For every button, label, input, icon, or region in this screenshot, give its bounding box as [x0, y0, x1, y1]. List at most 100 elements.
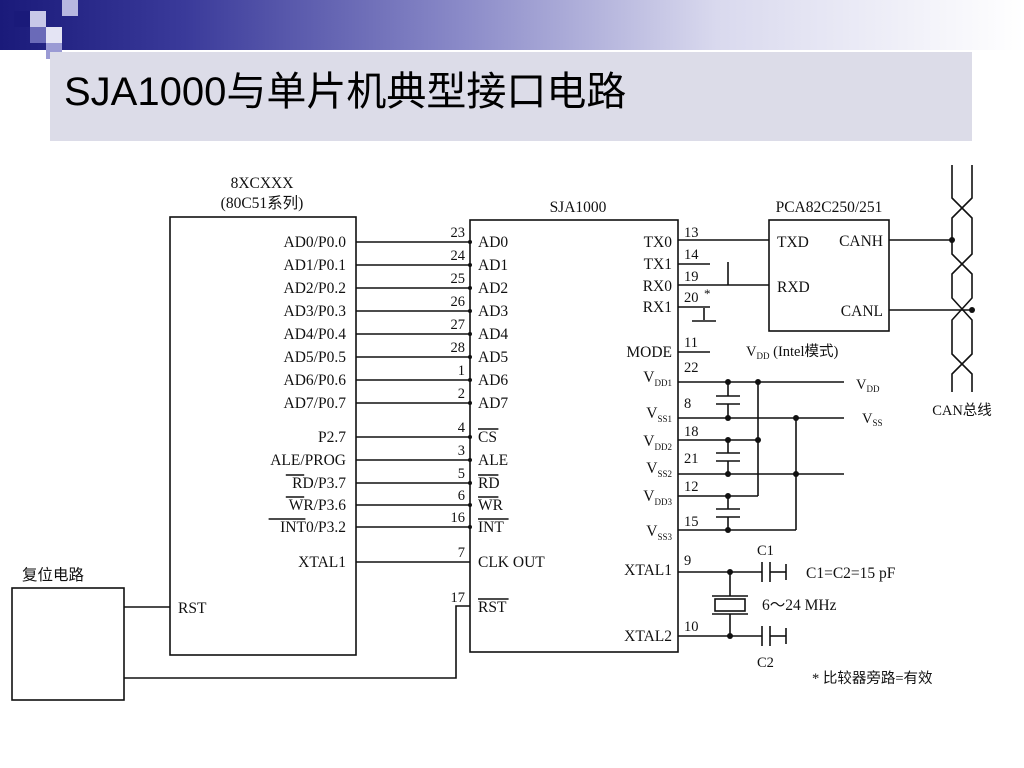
- sja-left-pin-label: RD: [478, 475, 500, 492]
- sja-left-pin-number: 26: [451, 294, 466, 310]
- sja-left-pin-label: AD7: [478, 395, 508, 412]
- bus-wires: [356, 240, 472, 563]
- slide-header-bar: [0, 0, 1024, 50]
- sja-left-pin-number: 1: [458, 363, 465, 379]
- sja-right-pin-number: 18: [684, 424, 699, 440]
- pin-node: [468, 378, 472, 382]
- mcu-pin-label: INT0/P3.2: [280, 519, 346, 536]
- junction: [725, 493, 731, 499]
- canh-junction: [949, 237, 955, 243]
- capacitor-value: C1=C2=15 pF: [806, 565, 896, 582]
- sja-right-pin-label: TX0: [644, 234, 673, 251]
- junction: [725, 471, 731, 477]
- reset-circuit-label: 复位电路: [22, 566, 85, 584]
- transceiver-canl: CANL: [841, 303, 883, 320]
- junction: [755, 437, 761, 443]
- mcu-pin-label: XTAL1: [298, 554, 346, 571]
- pin-node: [468, 309, 472, 313]
- mcu-pin-labels: AD0/P0.0AD1/P0.1AD2/P0.2AD3/P0.3AD4/P0.4…: [268, 234, 347, 571]
- can-bus-label: CAN总线: [932, 402, 992, 419]
- sja-right-pin-label: VSS3: [646, 523, 672, 542]
- pin-node: [468, 286, 472, 290]
- mcu-chip: [169, 216, 357, 656]
- sja-left-pin-label: WR: [478, 497, 504, 514]
- sja-left-pin-label: AD0: [478, 234, 508, 251]
- decoupling-capacitors: [716, 379, 799, 533]
- vdd-label: VDD: [856, 377, 880, 394]
- sja-right-pin-number: 12: [684, 479, 699, 495]
- sja1000-name: SJA1000: [550, 199, 607, 216]
- sja-right-pin-label: XTAL1: [624, 562, 672, 579]
- junction: [725, 379, 731, 385]
- sja-right-pin-number: 10: [684, 619, 699, 635]
- decor-square: [62, 0, 78, 16]
- sja-right-pin-label: VSS1: [646, 405, 672, 424]
- sja-right-pin-number: 14: [684, 247, 699, 263]
- sja1000-right-pins: TX013TX114RX019RX120MODE11VDD122VSS18VDD…: [624, 225, 710, 645]
- sja-right-pin-number: 11: [684, 335, 698, 351]
- sja-right-pin-label: VDD3: [643, 488, 672, 507]
- crystal-frequency: 6～24 MHz: [762, 597, 837, 614]
- mcu-pin-label: AD1/P0.1: [284, 257, 346, 274]
- rx1-star: *: [704, 286, 711, 301]
- transceiver-rxd: RXD: [777, 279, 810, 296]
- xtal2-junction: [727, 633, 733, 639]
- sja-right-pin-label: VSS2: [646, 460, 672, 479]
- transceiver-chip: [768, 219, 890, 332]
- sja-left-pin-label: INT: [478, 519, 504, 536]
- title-box: SJA1000与单片机典型接口电路: [50, 52, 972, 141]
- sja-left-pin-label: CS: [478, 429, 497, 446]
- sja-right-pin-number: 15: [684, 514, 699, 530]
- pin-node: [468, 240, 472, 244]
- sja-left-pin-number: 5: [458, 466, 465, 482]
- pin-node: [468, 481, 472, 485]
- decor-square: [14, 11, 30, 27]
- canl-junction: [969, 307, 975, 313]
- sja-left-pin-number: 3: [458, 443, 465, 459]
- junction: [725, 527, 731, 533]
- pin-node: [468, 525, 472, 529]
- sja-left-pin-label: ALE: [478, 452, 508, 469]
- mcu-pin-label: AD5/P0.5: [284, 349, 347, 366]
- mcu-pin-label: AD6/P0.6: [284, 372, 347, 389]
- sja-left-pin-number: 6: [458, 488, 465, 504]
- mcu-pin-label: AD3/P0.3: [284, 303, 347, 320]
- junction: [725, 437, 731, 443]
- sja-right-pin-number: 13: [684, 225, 699, 241]
- sja-right-pin-label: TX1: [644, 256, 672, 273]
- sja-left-pin-number: 17: [451, 590, 466, 606]
- sja1000-left-pins: 23AD024AD125AD226AD327AD428AD51AD62AD74C…: [451, 225, 546, 616]
- sja-left-pin-number: 25: [451, 271, 466, 287]
- mcu-pin-label: ALE/PROG: [270, 452, 346, 469]
- sja-left-pin-label: AD2: [478, 280, 508, 297]
- sja-left-pin-label: AD3: [478, 303, 508, 320]
- sja-left-pin-number: 24: [451, 248, 466, 264]
- mcu-pin-label: P2.7: [318, 429, 346, 446]
- sja-left-pin-label: AD5: [478, 349, 508, 366]
- xtal1-junction: [727, 569, 733, 575]
- decor-square: [30, 11, 46, 27]
- pin-node: [468, 458, 472, 462]
- sja-left-pin-number: 4: [458, 420, 466, 436]
- crystal: [714, 598, 746, 612]
- mcu-pin-label: RD/P3.7: [292, 475, 346, 492]
- sja-right-pin-label: RX1: [643, 299, 672, 316]
- wire-reset-sja: [124, 605, 470, 679]
- slide-title: SJA1000与单片机典型接口电路: [64, 70, 627, 114]
- junction: [793, 415, 799, 421]
- c2-label: C2: [757, 655, 774, 671]
- sja-right-pin-number: 21: [684, 451, 699, 467]
- mcu-name: 8XCXXX: [231, 175, 294, 192]
- sja-left-pin-number: 2: [458, 386, 465, 402]
- mcu-pin-label: WR/P3.6: [289, 497, 347, 514]
- sja-right-pin-label: RX0: [643, 278, 673, 295]
- mcu-pin-label: AD4/P0.4: [284, 326, 347, 343]
- pin-node: [468, 401, 472, 405]
- mcu-pin-label: AD0/P0.0: [284, 234, 347, 251]
- junction: [725, 415, 731, 421]
- sja1000-chip: [469, 219, 679, 653]
- sja-left-pin-label: AD1: [478, 257, 508, 274]
- reset-circuit-box: [11, 587, 125, 701]
- mcu-rst-label: RST: [178, 600, 207, 617]
